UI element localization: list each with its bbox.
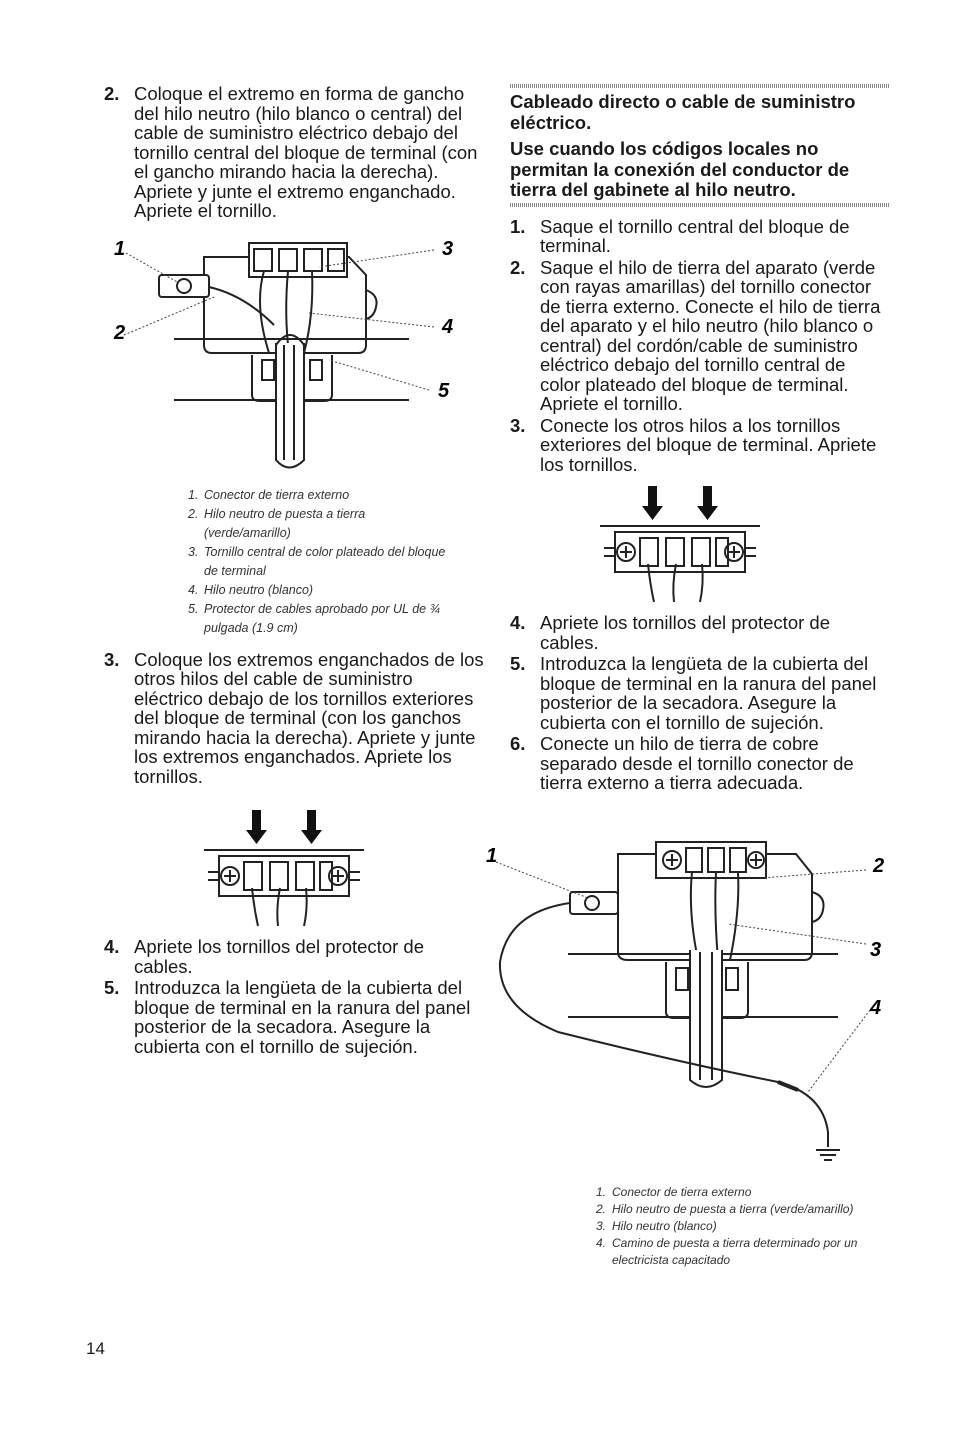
step-number: 5. <box>510 653 526 674</box>
step-text: Apriete los tornillos del protector de c… <box>134 936 424 977</box>
callout-1: 1 <box>486 845 497 867</box>
figure-3-captions: 1.Conector de tierra externo 2.Hilo neut… <box>596 1184 896 1269</box>
step-text: Conecte un hilo de tierra de cobre separ… <box>540 733 854 793</box>
caption-item: 4.Hilo neutro (blanco) <box>188 582 314 597</box>
step-text: Coloque el extremo en forma de gancho de… <box>134 83 478 221</box>
caption-item: 3.Tornillo central de color plateado del… <box>188 544 446 578</box>
step-text: Introduzca la lengüeta de la cubierta de… <box>134 977 471 1057</box>
step-text: Introduzca la lengüeta de la cubierta de… <box>540 653 877 733</box>
right-step-2: 2. Saque el hilo de tierra del aparato (… <box>510 256 890 414</box>
section-subheading: Use cuando los códigos locales no permit… <box>510 138 850 200</box>
callout-4: 4 <box>441 316 453 338</box>
left-step-3: 3. Coloque los extremos enganchados de l… <box>104 648 484 787</box>
left-step-2: 2. Coloque el extremo en forma de gancho… <box>104 84 484 221</box>
section-rule-top <box>510 84 890 88</box>
step-number: 4. <box>510 612 526 633</box>
left-step-4: 4. Apriete los tornillos del protector d… <box>104 937 484 976</box>
caption-item: 5.Protector de cables aprobado por UL de… <box>188 601 441 635</box>
step-number: 1. <box>510 215 526 237</box>
callout-3: 3 <box>870 939 881 961</box>
left-column: 2. Coloque el extremo en forma de gancho… <box>104 84 484 1058</box>
step-text: Saque el tornillo central del bloque de … <box>540 215 850 256</box>
terminal-strip-diagram-outer <box>204 810 364 927</box>
terminal-block-diagram-separate-ground: 1 2 3 4 <box>486 841 884 1161</box>
right-step-5: 5. Introduzca la lengüeta de la cubierta… <box>510 654 890 732</box>
caption-item: 2.Hilo neutro de puesta a tierra (verde/… <box>596 1202 854 1216</box>
callout-2: 2 <box>872 855 884 877</box>
step-number: 2. <box>510 256 526 278</box>
step-number: 4. <box>104 936 120 957</box>
callout-3: 3 <box>442 238 453 260</box>
step-number: 5. <box>104 977 120 998</box>
caption-item: 4.Camino de puesta a tierra determinado … <box>596 1236 858 1267</box>
figure-1-captions: 1.Conector de tierra externo 2.Hilo neut… <box>188 486 448 638</box>
right-step-6: 6. Conecte un hilo de tierra de cobre se… <box>510 734 890 793</box>
terminal-block-diagram-neutral: 1 2 3 4 5 <box>113 238 453 468</box>
right-step-3: 3. Conecte los otros hilos a los tornill… <box>510 414 890 475</box>
step-text: Saque el hilo de tierra del aparato (ver… <box>540 256 881 414</box>
section-rule-bottom <box>510 202 890 207</box>
callout-2: 2 <box>113 322 125 344</box>
callout-4: 4 <box>869 997 881 1019</box>
caption-item: 1.Conector de tierra externo <box>596 1185 752 1199</box>
right-step-4: 4. Apriete los tornillos del protector d… <box>510 613 890 652</box>
right-column: Cableado directo o cable de suministro e… <box>510 84 890 795</box>
step-text: Coloque los extremos enganchados de los … <box>134 648 484 787</box>
step-number: 6. <box>510 733 526 754</box>
callout-5: 5 <box>438 380 450 402</box>
caption-item: 1.Conector de tierra externo <box>188 487 350 502</box>
right-step-1: 1. Saque el tornillo central del bloque … <box>510 215 890 256</box>
step-text: Conecte los otros hilos a los tornillos … <box>540 414 877 475</box>
caption-item: 3.Hilo neutro (blanco) <box>596 1219 717 1233</box>
step-number: 2. <box>104 83 120 104</box>
step-number: 3. <box>510 414 526 436</box>
caption-item: 2.Hilo neutro de puesta a tierra (verde/… <box>188 506 366 540</box>
step-text: Apriete los tornillos del protector de c… <box>540 612 830 653</box>
left-step-5: 5. Introduzca la lengüeta de la cubierta… <box>104 978 484 1056</box>
page-number: 14 <box>86 1339 105 1358</box>
callout-1: 1 <box>114 238 125 260</box>
section-heading: Cableado directo o cable de suministro e… <box>510 91 856 133</box>
step-number: 3. <box>104 648 120 670</box>
terminal-strip-diagram-outer-right <box>600 486 760 603</box>
